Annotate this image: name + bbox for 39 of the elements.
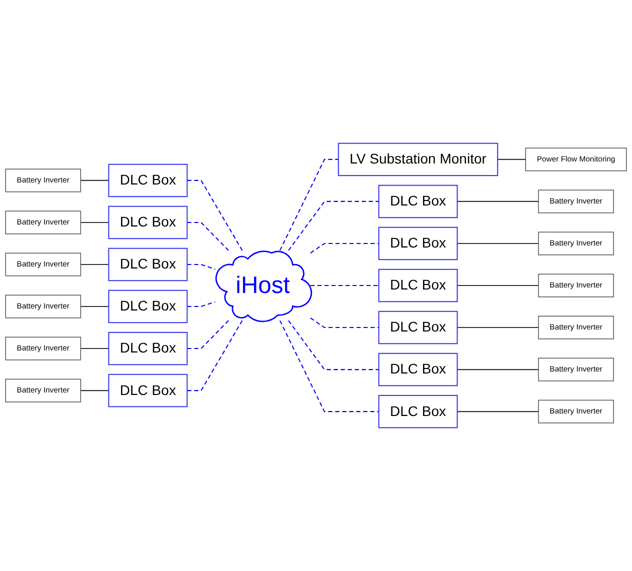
node-box: DLC Box <box>378 226 458 260</box>
connector <box>80 180 109 181</box>
connector <box>457 284 538 286</box>
node-box: DLC Box <box>108 206 188 240</box>
node-box: DLC Box <box>108 290 188 324</box>
connector <box>187 264 216 270</box>
connector <box>279 158 338 251</box>
connector <box>279 320 379 412</box>
connector <box>457 327 538 328</box>
node-box: DLC Box <box>108 248 188 282</box>
connector <box>187 301 216 308</box>
node-box: DLC Box <box>378 310 458 344</box>
node-box: DLC Box <box>378 268 458 302</box>
node-box: DLC Box <box>378 352 458 386</box>
connector <box>288 200 379 251</box>
connector <box>457 369 538 370</box>
connector <box>288 320 379 370</box>
node-box: DLC Box <box>108 374 188 408</box>
connector <box>310 284 379 286</box>
node-box: DLC Box <box>108 164 188 198</box>
connector <box>187 180 243 251</box>
connector <box>457 242 538 244</box>
node-box: LV Substation Monitor <box>338 142 498 176</box>
connector <box>457 411 538 412</box>
connector <box>80 306 109 308</box>
connector <box>310 318 379 328</box>
connector <box>498 158 526 160</box>
node-box: DLC Box <box>378 394 458 428</box>
connector <box>80 390 109 392</box>
node-box: DLC Box <box>108 332 188 366</box>
node-box: DLC Box <box>378 184 458 218</box>
connector <box>80 264 109 266</box>
connector <box>457 200 538 202</box>
connector <box>187 320 243 392</box>
connector <box>187 320 229 350</box>
connector <box>80 222 109 223</box>
connector <box>187 222 229 251</box>
connector <box>80 348 109 350</box>
connector <box>310 242 379 254</box>
